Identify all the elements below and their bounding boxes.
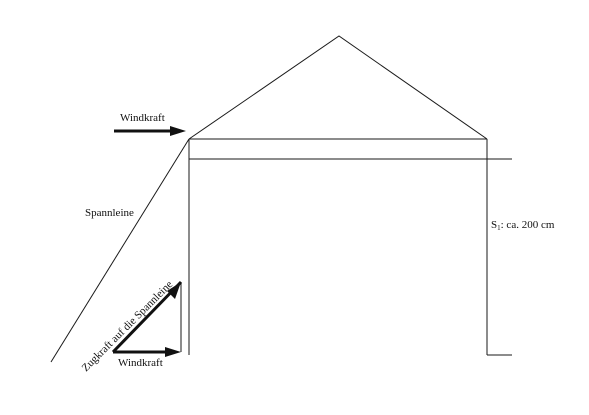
- spannleine-label: Spannleine: [85, 207, 134, 219]
- force-triangle: [111, 280, 183, 357]
- guy-rope-line: [50, 138, 190, 363]
- tension-arrowhead: [167, 282, 181, 299]
- windkraft-top-label: Windkraft: [120, 112, 165, 124]
- tent-roof: [188, 35, 488, 140]
- s1-height-label: S1: ca. 200 cm: [491, 219, 555, 232]
- wind-force-arrowhead-bottom: [165, 347, 181, 357]
- windkraft-bottom-label: Windkraft: [118, 357, 163, 369]
- wind-force-arrow-top: [114, 126, 186, 136]
